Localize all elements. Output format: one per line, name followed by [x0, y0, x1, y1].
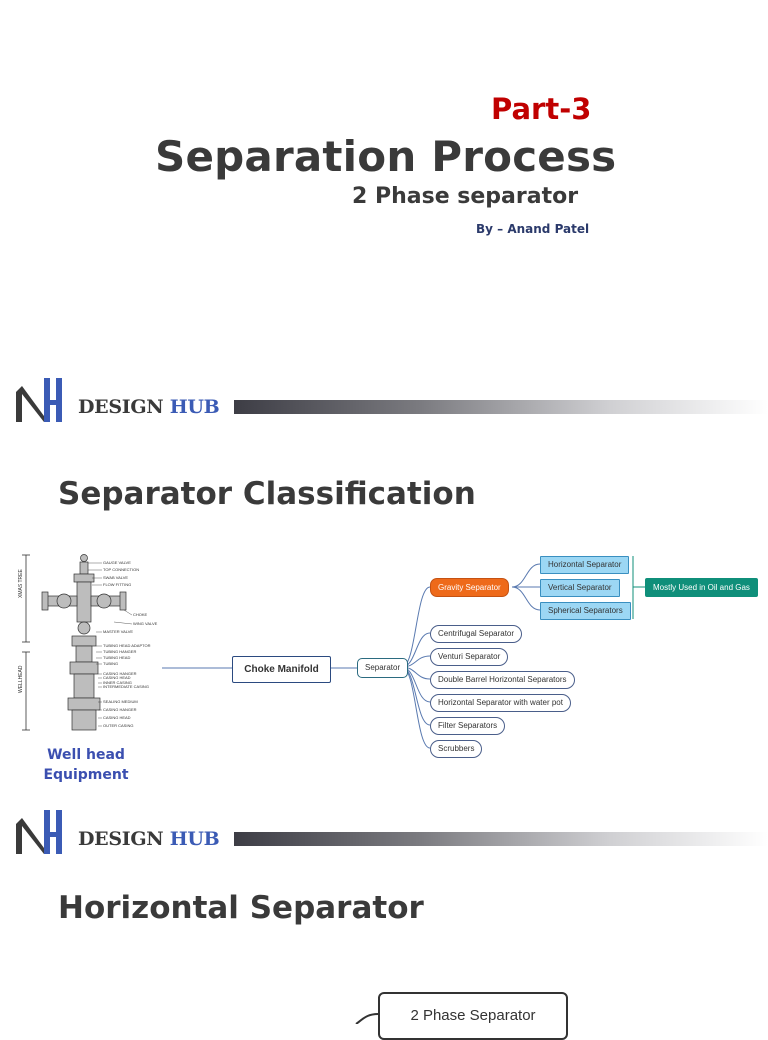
svg-text:XMAS TREE: XMAS TREE	[18, 569, 24, 598]
separator-root-node: Separator	[357, 658, 409, 678]
svg-text:CHOKE: CHOKE	[133, 612, 148, 617]
brand-gradient-bar	[234, 832, 768, 846]
wellhead-caption: Well head Equipment	[43, 747, 129, 783]
horizontal-separator-node: Horizontal Separator	[540, 556, 630, 574]
svg-text:SEALING MEDIUM: SEALING MEDIUM	[103, 699, 138, 704]
svg-text:INNER CASING: INNER CASING	[103, 680, 132, 685]
svg-text:GAUGE VALVE: GAUGE VALVE	[103, 560, 131, 565]
presentation-subtitle: 2 Phase separator	[352, 184, 579, 209]
svg-text:OUTER CASING: OUTER CASING	[103, 723, 133, 728]
brand-name: DESIGN HUB	[78, 828, 220, 850]
part-number: Part-3	[491, 92, 592, 126]
brand-header-2: DESIGN HUB	[14, 808, 768, 868]
svg-text:CASING HANGER: CASING HANGER	[103, 707, 137, 712]
oil-gas-note-node: Mostly Used in Oil and Gas	[645, 578, 758, 597]
spherical-separators-node: Spherical Separators	[540, 602, 631, 620]
svg-text:CASING HEAD: CASING HEAD	[103, 675, 131, 680]
brand-header: DESIGN HUB	[14, 376, 768, 436]
svg-text:FLOW FITTING: FLOW FITTING	[103, 582, 131, 587]
centrifugal-separator-node: Centrifugal Separator	[430, 625, 523, 643]
svg-text:MASTER VALVE: MASTER VALVE	[103, 629, 133, 634]
horizontal-separator-title: Horizontal Separator	[58, 890, 424, 926]
design-hub-logo-icon	[16, 378, 62, 422]
svg-text:WELLHEAD: WELLHEAD	[18, 665, 24, 693]
svg-text:CASING HANGER: CASING HANGER	[103, 671, 137, 676]
scrubbers-node: Scrubbers	[430, 740, 483, 758]
choke-manifold-node: Choke Manifold	[232, 656, 331, 683]
svg-text:TUBING HEAD: TUBING HEAD	[103, 655, 130, 660]
svg-text:TOP CONNECTION: TOP CONNECTION	[103, 567, 139, 572]
double-barrel-separator-node: Double Barrel Horizontal Separators	[430, 671, 575, 689]
svg-text:TUBING: TUBING	[103, 661, 118, 666]
presentation-title: Separation Process	[155, 132, 617, 181]
classification-title: Separator Classification	[58, 476, 476, 512]
svg-text:WING VALVE: WING VALVE	[133, 621, 158, 626]
filter-separators-node: Filter Separators	[430, 717, 506, 735]
design-hub-logo-icon	[16, 810, 62, 854]
svg-text:TUBING HEAD ADAPTOR: TUBING HEAD ADAPTOR	[103, 643, 151, 648]
brand-gradient-bar	[234, 400, 768, 414]
gravity-separator-node: Gravity Separator	[430, 578, 509, 597]
two-phase-separator-node: 2 Phase Separator	[378, 992, 568, 1040]
svg-text:TUBING HANGER: TUBING HANGER	[103, 649, 136, 654]
water-pot-separator-node: Horizontal Separator with water pot	[430, 694, 571, 712]
brand-name: DESIGN HUB	[78, 396, 220, 418]
svg-text:CASING HEAD: CASING HEAD	[103, 715, 131, 720]
author-credit: By – Anand Patel	[476, 222, 590, 236]
svg-text:SWAB VALVE: SWAB VALVE	[103, 575, 128, 580]
vertical-separator-node: Vertical Separator	[540, 579, 620, 597]
wellhead-diagram: XMAS TREE WELLHEAD GAUGE VALVE TOP CONNE…	[18, 554, 158, 731]
venturi-separator-node: Venturi Separator	[430, 648, 509, 666]
svg-text:INTERMEDIATE CASING: INTERMEDIATE CASING	[103, 684, 149, 689]
